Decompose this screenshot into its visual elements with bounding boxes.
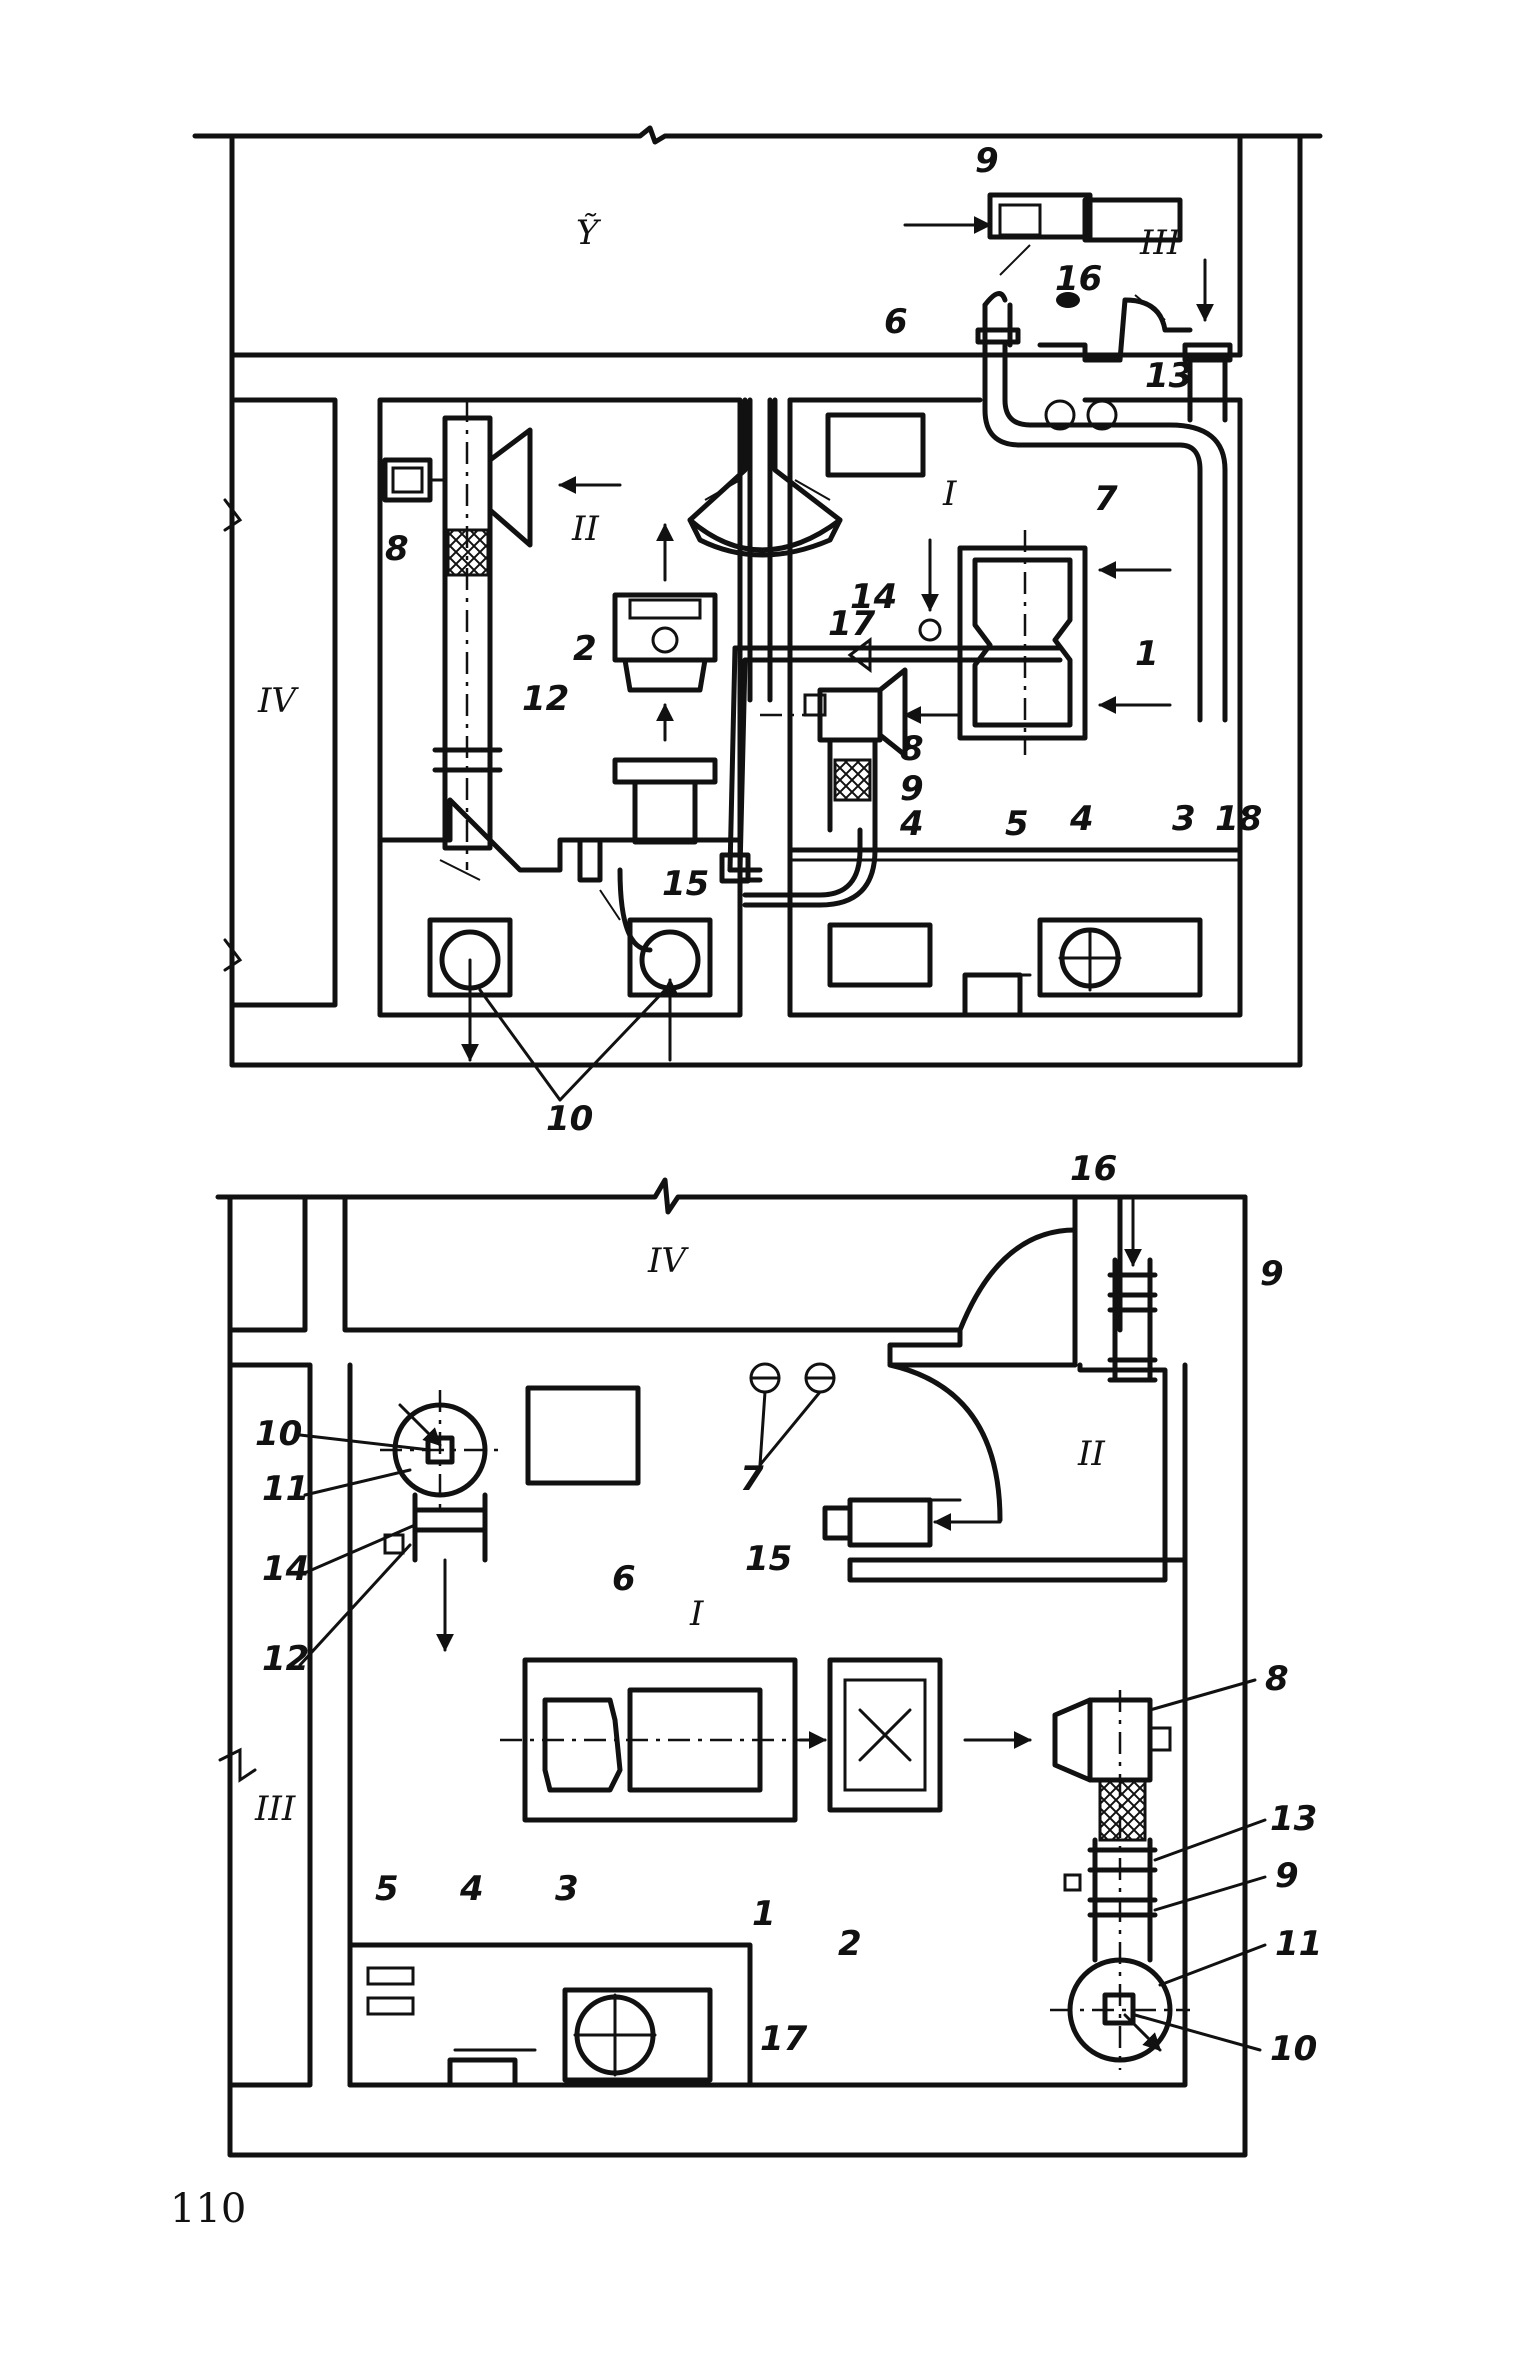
bottom-equipment-2 xyxy=(827,1657,1032,1813)
top-leader-10 xyxy=(478,988,667,1102)
bottom-room-IV: IV xyxy=(647,1241,689,1281)
bottom-label-1: 1 xyxy=(752,1894,776,1934)
top-duct-right xyxy=(903,192,1233,723)
bottom-leaders-right xyxy=(1133,1678,1267,2052)
top-label-8a: 8 xyxy=(385,529,409,569)
bottom-label-12: 12 xyxy=(262,1639,309,1679)
bottom-label-9a: 9 xyxy=(1260,1254,1284,1294)
top-label-6: 6 xyxy=(884,302,908,342)
top-label-4b: 4 xyxy=(1069,799,1094,839)
bottom-leader-7 xyxy=(758,1390,822,1467)
top-label-5: 5 xyxy=(1005,804,1029,844)
top-equipment-lower xyxy=(825,412,1203,1018)
top-room-IV: IV xyxy=(257,681,299,721)
top-room-II: II xyxy=(571,509,599,549)
bottom-equipment-6 xyxy=(525,1385,641,1486)
top-label-16: 16 xyxy=(1055,259,1102,299)
top-label-2: 2 xyxy=(573,629,597,669)
top-label-17: 17 xyxy=(828,604,876,644)
bottom-valves-7 xyxy=(749,1362,836,1394)
bottom-room-I: I xyxy=(689,1594,704,1634)
bottom-label-4: 4 xyxy=(459,1869,484,1909)
bottom-fan-left xyxy=(380,1390,505,1652)
top-walls xyxy=(192,125,1323,1068)
top-plan: Ỹ IV I II III 9 16 13 6 7 8 2 14 17 1 12… xyxy=(192,125,1323,1139)
bottom-fan-15 xyxy=(822,1497,1002,1548)
top-label-7: 7 xyxy=(1094,479,1118,519)
bottom-label-5: 5 xyxy=(375,1869,399,1909)
bottom-label-11b: 11 xyxy=(1275,1924,1322,1964)
top-equipment-2 xyxy=(612,523,718,845)
bottom-label-10a: 10 xyxy=(255,1414,302,1454)
bottom-label-11a: 11 xyxy=(262,1469,309,1509)
bottom-leaders-left xyxy=(298,1433,432,1667)
top-label-4a: 4 xyxy=(899,804,924,844)
top-break-mark-2 xyxy=(223,938,243,972)
bottom-label-14: 14 xyxy=(262,1549,309,1589)
bottom-labels: IV II I III 16 9 10 11 14 12 6 7 15 8 1 … xyxy=(254,1149,1322,2069)
top-label-1: 1 xyxy=(1135,634,1159,674)
top-label-18: 18 xyxy=(1215,799,1262,839)
bottom-label-6: 6 xyxy=(612,1559,636,1599)
bottom-label-16: 16 xyxy=(1070,1149,1117,1189)
bottom-label-2: 2 xyxy=(838,1924,862,1964)
top-break-mark-1 xyxy=(223,498,243,532)
top-label-9a: 9 xyxy=(975,141,999,181)
bottom-label-8: 8 xyxy=(1265,1659,1289,1699)
bottom-room-III: III xyxy=(254,1789,296,1829)
top-hood xyxy=(687,397,843,558)
bottom-label-15: 15 xyxy=(745,1539,792,1579)
top-equipment-1 xyxy=(957,530,1172,755)
bottom-duct-16 xyxy=(1107,1198,1158,1383)
top-fans-10 xyxy=(427,859,713,1062)
bottom-plan: IV II I III 16 9 10 11 14 12 6 7 15 8 1 … xyxy=(215,1149,1322,2158)
top-label-3: 3 xyxy=(1172,799,1196,839)
top-piping xyxy=(719,538,1063,908)
bottom-label-13: 13 xyxy=(1270,1799,1317,1839)
top-label-12: 12 xyxy=(522,679,569,719)
top-label-10: 10 xyxy=(546,1099,593,1139)
top-room-I: I xyxy=(942,474,957,514)
top-label-14: 14 xyxy=(850,577,897,617)
top-label-8b: 8 xyxy=(900,729,924,769)
top-duct-left xyxy=(382,400,622,870)
bottom-equipment-1 xyxy=(500,1657,827,1823)
top-labels: Ỹ IV I II III 9 16 13 6 7 8 2 14 17 1 12… xyxy=(257,141,1262,1139)
top-fan-center xyxy=(760,667,962,833)
bottom-room-II: II xyxy=(1077,1434,1105,1474)
bottom-label-3: 3 xyxy=(555,1869,579,1909)
bottom-fan-right xyxy=(1050,1690,1190,2070)
bottom-label-17: 17 xyxy=(760,2019,808,2059)
top-room-V: Ỹ xyxy=(576,213,602,253)
top-label-9b: 9 xyxy=(900,769,924,809)
bottom-equipment-lower xyxy=(366,1966,713,2088)
top-label-15: 15 xyxy=(662,864,709,904)
bottom-label-10b: 10 xyxy=(1270,2029,1317,2069)
bottom-walls xyxy=(215,1177,1248,2158)
top-label-13: 13 xyxy=(1145,356,1192,396)
page-number: 110 xyxy=(170,2186,246,2232)
top-room-III: III xyxy=(1139,223,1181,263)
bottom-label-9b: 9 xyxy=(1275,1856,1299,1896)
